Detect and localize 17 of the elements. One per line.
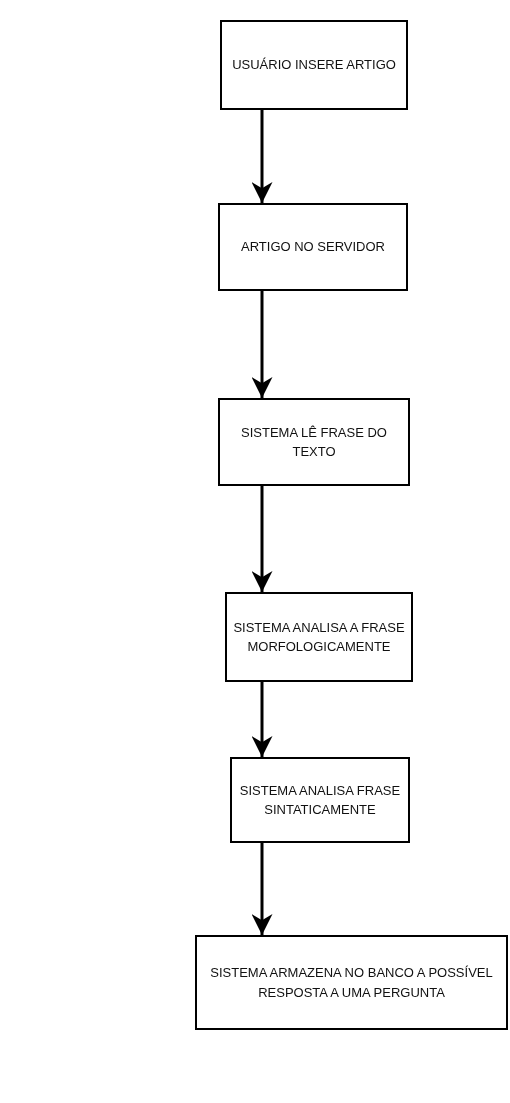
process-box — [225, 592, 413, 682]
process-box — [218, 398, 410, 486]
box-label: SISTEMA ANALISA A FRASE MORFOLOGICAMENTE — [232, 618, 406, 656]
arrow — [251, 291, 273, 398]
process-box — [195, 935, 508, 1030]
arrow — [251, 682, 273, 757]
box-label: SISTEMA ARMAZENA NO BANCO A POSSÍVEL RESPOSTA A UMA PERGUNTA — [209, 964, 494, 1002]
box-label: SISTEMA LÊ FRASE DO TEXTO — [240, 423, 388, 461]
process-box — [218, 203, 408, 291]
process-box — [220, 20, 408, 110]
box-label: ARTIGO NO SERVIDOR — [241, 238, 385, 257]
process-box — [230, 757, 410, 843]
box-label: USUÁRIO INSERE ARTIGO — [232, 56, 396, 75]
arrow — [251, 486, 273, 592]
arrow — [251, 110, 273, 203]
box-label: SISTEMA ANALISA FRASE SINTATICAMENTE — [238, 781, 402, 819]
arrow — [251, 843, 273, 935]
